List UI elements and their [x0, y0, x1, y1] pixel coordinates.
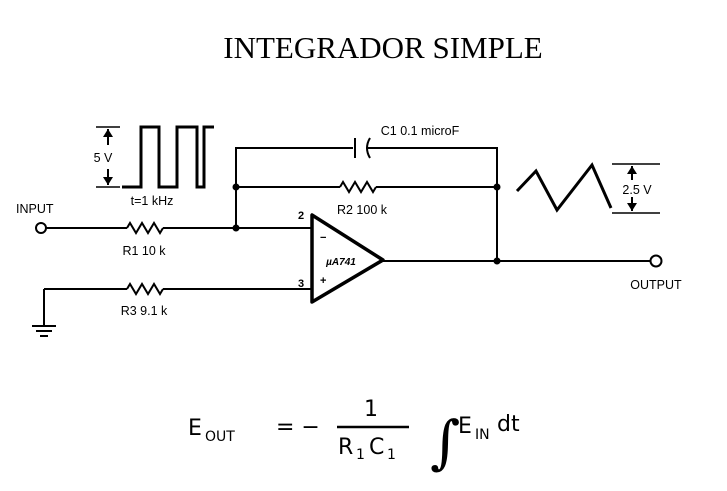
output-terminal	[649, 254, 663, 268]
noninverting-sign: +	[320, 275, 326, 287]
ground-symbol	[32, 289, 56, 337]
op-amp	[310, 213, 385, 304]
pin-3-label: 3	[298, 278, 304, 290]
resistor-r1	[46, 221, 314, 235]
junction-dot	[493, 183, 501, 191]
output-label: OUTPUT	[630, 278, 682, 292]
op-amp-model-label: µA741	[325, 257, 356, 268]
inverting-sign: −	[320, 232, 326, 244]
formula-equals: = −	[276, 415, 320, 440]
formula-den-c: C	[369, 435, 384, 460]
junction-dot	[232, 183, 240, 191]
formula-integrand: E	[458, 414, 472, 439]
output-amplitude-label: 2.5 V	[622, 183, 652, 197]
input-amplitude-label: 5 V	[94, 151, 113, 165]
formula-den-r: R	[338, 435, 353, 460]
input-square-wave	[122, 125, 214, 189]
formula-den-r-subscript: 1	[356, 447, 365, 463]
formula-lhs: E	[188, 416, 202, 441]
resistor-r1-label: R1 10 k	[122, 244, 166, 258]
integrator-formula: E OUT = − 1 R 1 C 1 ∫ E IN dt	[188, 397, 520, 476]
formula-den-c-subscript: 1	[387, 447, 396, 463]
resistor-r3-label: R3 9.1 k	[121, 304, 168, 318]
output-amplitude-marker	[612, 163, 660, 214]
output-triangle-wave	[515, 162, 613, 213]
pin-2-label: 2	[298, 210, 304, 222]
input-terminal	[35, 222, 47, 234]
resistor-r3	[44, 282, 314, 296]
formula-differential: dt	[497, 412, 520, 437]
formula-lhs-subscript: OUT	[205, 429, 235, 445]
capacitor-c1-label: C1 0.1 microF	[381, 124, 460, 138]
capacitor-c1	[235, 137, 498, 261]
input-label: INPUT	[16, 202, 54, 216]
formula-numerator: 1	[364, 397, 378, 422]
input-amplitude-marker	[96, 126, 120, 188]
resistor-r2	[236, 180, 497, 194]
resistor-r2-label: R2 100 k	[337, 203, 388, 217]
page-title: INTEGRADOR SIMPLE	[223, 30, 542, 65]
formula-integrand-subscript: IN	[475, 427, 490, 443]
input-frequency-label: t=1 kHz	[131, 194, 174, 208]
integral-sign: ∫	[430, 408, 460, 476]
